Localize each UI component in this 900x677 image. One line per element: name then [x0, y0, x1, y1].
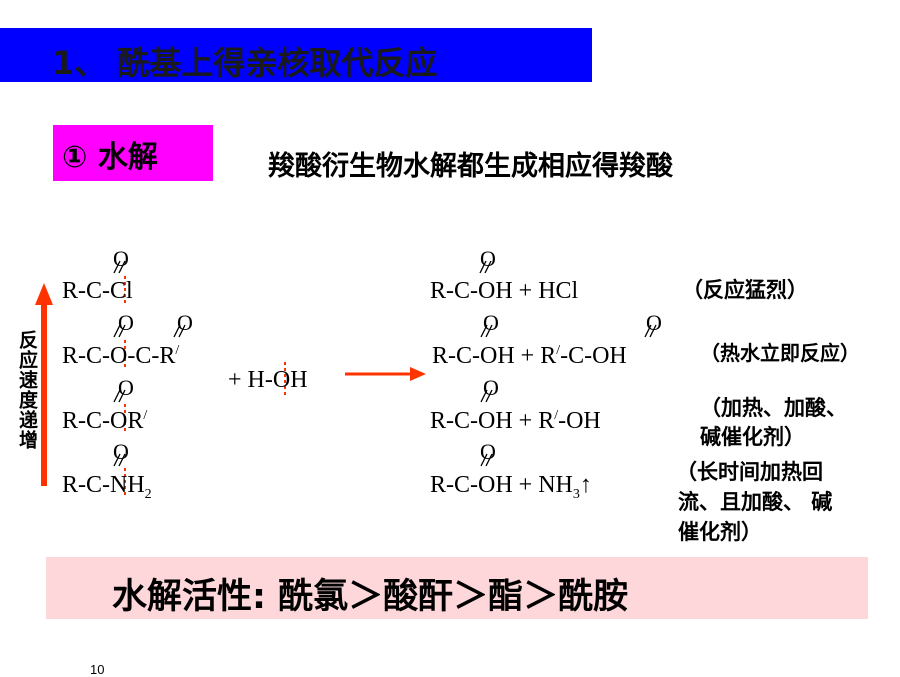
subtitle-description: 羧酸衍生物水解都生成相应得羧酸 [268, 151, 673, 182]
note-row-3-line-2: 碱催化剂） [700, 425, 805, 449]
oxygen-atom: O [480, 439, 496, 464]
reagent-water: + H-OH [228, 367, 308, 393]
oxygen-atom: O [113, 439, 129, 464]
product-row-2: R-C-OH + R/-C-OH [432, 343, 627, 369]
reactant-acyl-chloride: R-C-Cl [62, 278, 133, 304]
rate-label: 反应速度递增 [16, 330, 38, 450]
reactant-amide: R-C-NH2 [62, 472, 152, 502]
subtitle-label: ① 水解 [62, 140, 158, 175]
product-row-1: R-C-OH + HCl [430, 278, 579, 304]
oxygen-atom: O [646, 310, 662, 335]
oxygen-atom: O [118, 310, 134, 335]
page-title: 1、 酰基上得亲核取代反应 [52, 44, 438, 82]
note-row-3-line-1: （加热、加酸、 [700, 396, 847, 420]
reaction-arrow [345, 367, 426, 381]
oxygen-atom: O [118, 375, 134, 400]
reactant-ester: R-C-OR/ [62, 408, 148, 434]
subtitle-box [53, 125, 213, 181]
oxygen-atom: O [113, 246, 129, 271]
note-row-2: （热水立即反应） [700, 341, 860, 365]
double-bond [479, 260, 657, 467]
double-bond [113, 260, 186, 467]
note-row-1: （反应猛烈） [682, 278, 808, 302]
rate-increase-arrow [35, 283, 53, 486]
note-row-4-line-1: （长时间加热回 [676, 460, 823, 484]
summary-box [46, 557, 868, 619]
oxygen-atom: O [177, 310, 193, 335]
cleavage-line [124, 276, 286, 498]
oxygen-atom: O [483, 310, 499, 335]
oxygen-atom: O [480, 246, 496, 271]
product-row-3: R-C-OH + R/-OH [430, 408, 601, 434]
oxygen-atom: O [483, 375, 499, 400]
hydrolysis-activity-summary: 水解活性: 酰氯＞酸酐＞酯＞酰胺 [112, 577, 629, 617]
note-row-4-line-3: 催化剂） [678, 520, 762, 544]
note-row-4-line-2: 流、且加酸、 碱 [678, 490, 833, 514]
page-number: 10 [90, 662, 105, 677]
product-row-4: R-C-OH + NH3↑ [430, 472, 592, 502]
reactant-anhydride: R-C-O-C-R/ [62, 343, 180, 369]
title-bar [0, 28, 592, 82]
